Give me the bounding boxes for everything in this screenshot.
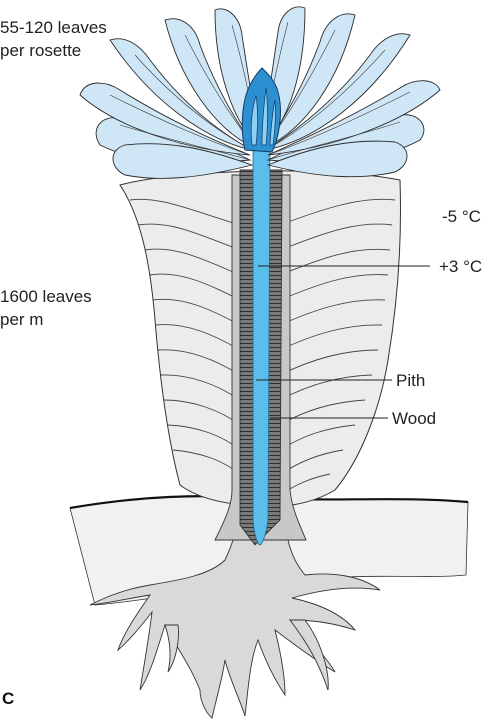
inner-temp-label: +3 °C [439,257,482,276]
pith [253,150,270,545]
rosette-leaves-label-line2: per rosette [0,41,81,60]
pith-label: Pith [396,371,425,390]
panel-label: C [2,689,14,708]
rosette-leaves-label-line1: 55-120 leaves [0,18,107,37]
stem-leaves-label-line1: 1600 leaves [0,287,92,306]
wood-label: Wood [392,409,436,428]
outer-temp-label: -5 °C [442,207,481,226]
stem-leaves-label-line2: per m [0,310,43,329]
